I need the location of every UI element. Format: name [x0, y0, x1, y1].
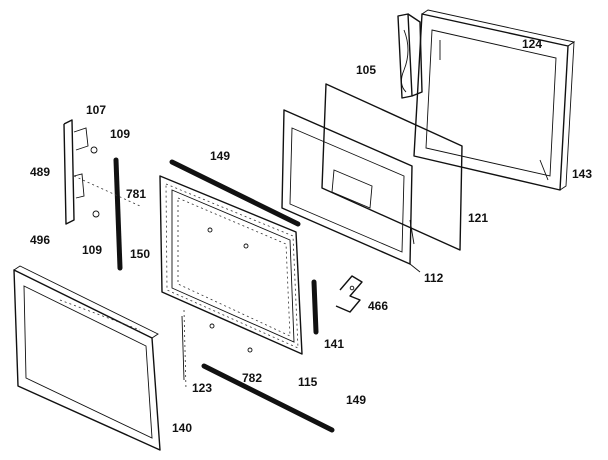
label-112: 112 — [424, 271, 444, 285]
rear-door-frame — [413, 9, 576, 191]
part-labels: 107 109 489 781 496 109 150 149 105 124 … — [30, 37, 592, 435]
outer-door-frame — [13, 265, 161, 451]
label-109-upper: 109 — [110, 127, 130, 141]
label-141: 141 — [324, 337, 344, 351]
label-123: 123 — [192, 381, 212, 395]
label-496: 496 — [30, 233, 50, 247]
label-140: 140 — [172, 421, 192, 435]
label-124: 124 — [522, 37, 542, 51]
label-149-lower: 149 — [346, 393, 366, 407]
inner-glass-panel — [321, 83, 463, 251]
label-115: 115 — [298, 375, 318, 389]
latch-bracket — [335, 275, 363, 313]
label-489: 489 — [30, 165, 50, 179]
label-781: 781 — [126, 187, 146, 201]
label-150: 150 — [130, 247, 150, 261]
label-107: 107 — [86, 103, 106, 117]
label-149-upper: 149 — [210, 149, 230, 163]
gasket-strip-bottom — [201, 363, 335, 433]
main-door-panel — [159, 175, 303, 355]
gasket-strip-top — [169, 159, 301, 227]
hinge-bracket — [397, 13, 423, 99]
label-121: 121 — [468, 211, 488, 225]
label-782: 782 — [242, 371, 262, 385]
vertical-seal-right — [311, 279, 319, 335]
label-109-lower: 109 — [82, 243, 102, 257]
vertical-trim-strip — [181, 309, 187, 391]
vertical-seal-left — [113, 157, 123, 271]
inner-door-panel — [281, 109, 421, 273]
hinge-assembly — [63, 119, 141, 225]
label-143: 143 — [572, 167, 592, 181]
label-105: 105 — [356, 63, 376, 77]
label-466: 466 — [368, 299, 388, 313]
